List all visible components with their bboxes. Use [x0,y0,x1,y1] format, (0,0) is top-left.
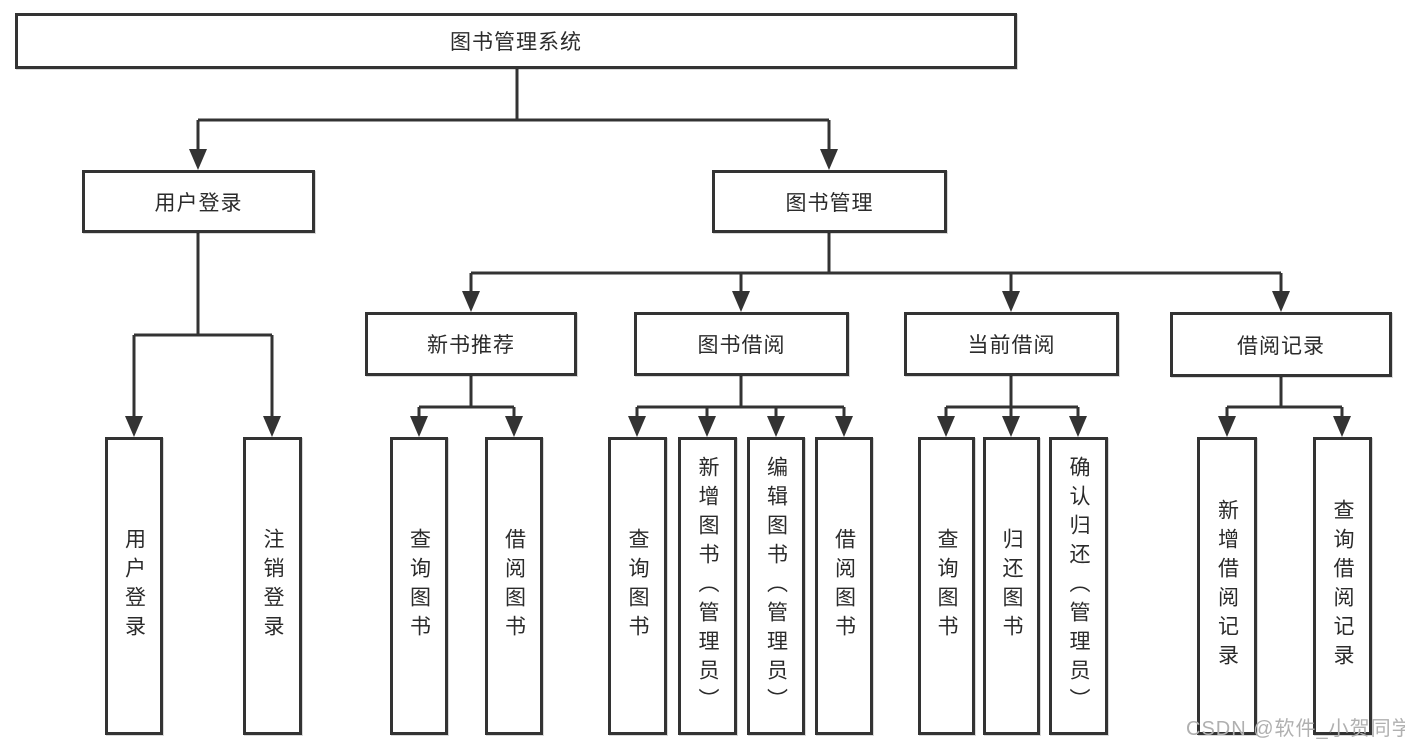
leaf-query-borrow-record: 查询借阅记录 [1313,437,1372,735]
node-new-book-recommend: 新书推荐 [365,312,577,376]
node-current-borrow-label: 当前借阅 [967,334,1056,357]
leaf-query-books-recommend-label: 查询图书 [407,528,431,644]
leaf-query-books-current: 查询图书 [918,437,975,735]
node-book-management-label: 图书管理 [785,191,874,215]
leaf-logout: 注销登录 [243,437,302,735]
leaf-query-books-recommend: 查询图书 [390,437,448,735]
node-book-management: 图书管理 [712,170,947,233]
leaf-confirm-return-admin-label: 确认归还（管理员） [1067,455,1090,717]
leaf-borrow-books-borrow-label: 借阅图书 [832,528,856,644]
leaf-confirm-return-admin: 确认归还（管理员） [1049,437,1108,735]
leaf-add-borrow-record: 新增借阅记录 [1197,437,1257,735]
leaf-user-login: 用户登录 [105,437,163,735]
csdn-watermark: CSDN @软件_小贺同学 [1186,718,1405,740]
node-borrow-records: 借阅记录 [1170,312,1392,377]
leaf-query-borrow-record-label: 查询借阅记录 [1331,499,1354,673]
leaf-query-books-borrow-label: 查询图书 [626,528,649,644]
leaf-borrow-books-recommend: 借阅图书 [485,437,543,735]
arrowheads [125,149,1351,437]
node-user-login-label: 用户登录 [154,191,243,215]
node-root-label: 图书管理系统 [450,31,582,54]
leaf-add-borrow-record-label: 新增借阅记录 [1215,499,1239,673]
node-user-login: 用户登录 [82,170,315,233]
leaf-edit-books-admin: 编辑图书（管理员） [747,437,805,735]
node-new-book-recommend-label: 新书推荐 [427,334,515,357]
node-root-library-system: 图书管理系统 [15,13,1017,69]
node-book-borrow: 图书借阅 [634,312,849,376]
node-current-borrow: 当前借阅 [904,312,1119,376]
node-borrow-records-label: 借阅记录 [1237,334,1325,358]
leaf-query-books-current-label: 查询图书 [935,528,958,644]
leaf-return-books: 归还图书 [983,437,1040,735]
leaf-borrow-books-recommend-label: 借阅图书 [502,528,526,644]
leaf-edit-books-admin-label: 编辑图书（管理员） [764,455,788,717]
leaf-query-books-borrow: 查询图书 [608,437,667,735]
leaf-logout-label: 注销登录 [261,528,284,644]
leaf-add-books-admin: 新增图书（管理员） [678,437,737,735]
node-book-borrow-label: 图书借阅 [697,334,786,357]
leaf-user-login-label: 用户登录 [122,528,146,644]
leaf-return-books-label: 归还图书 [1000,528,1023,644]
leaf-borrow-books-borrow: 借阅图书 [815,437,873,735]
leaf-add-books-admin-label: 新增图书（管理员） [696,455,719,717]
